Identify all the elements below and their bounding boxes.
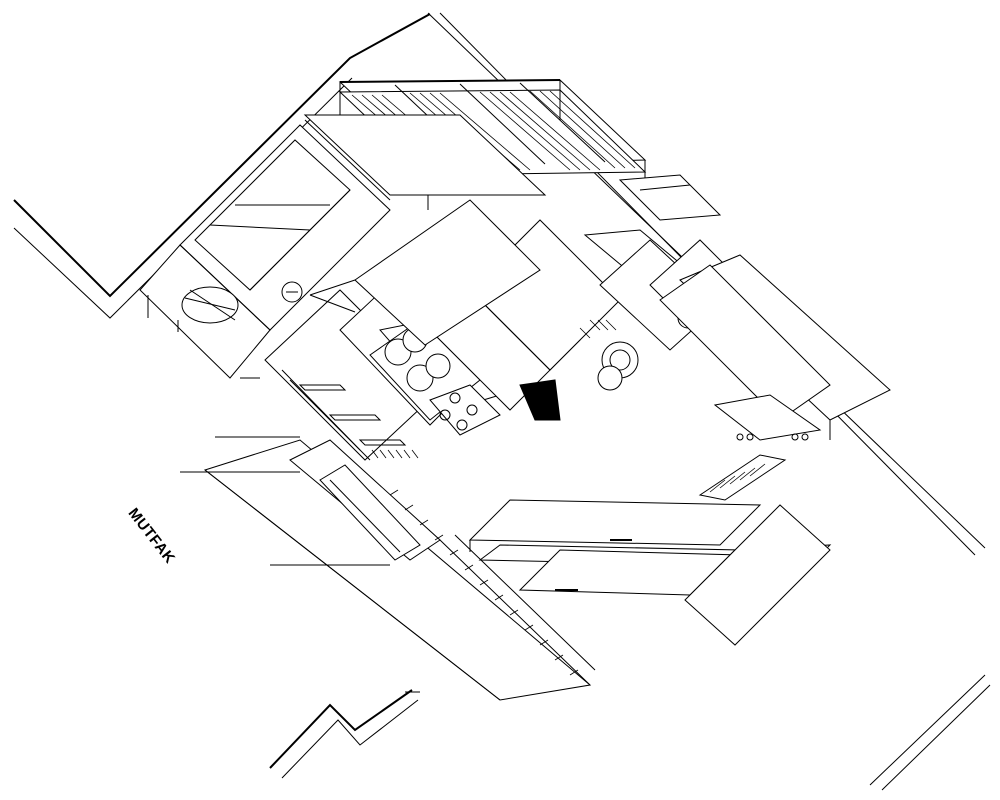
right-counter [659, 254, 891, 441]
bottom-worktables [468, 454, 832, 646]
central-cabinets [309, 199, 621, 421]
overhead-wire-shelving [303, 79, 647, 210]
front-long-counter [180, 436, 596, 701]
tall-refrigerator [139, 124, 391, 379]
